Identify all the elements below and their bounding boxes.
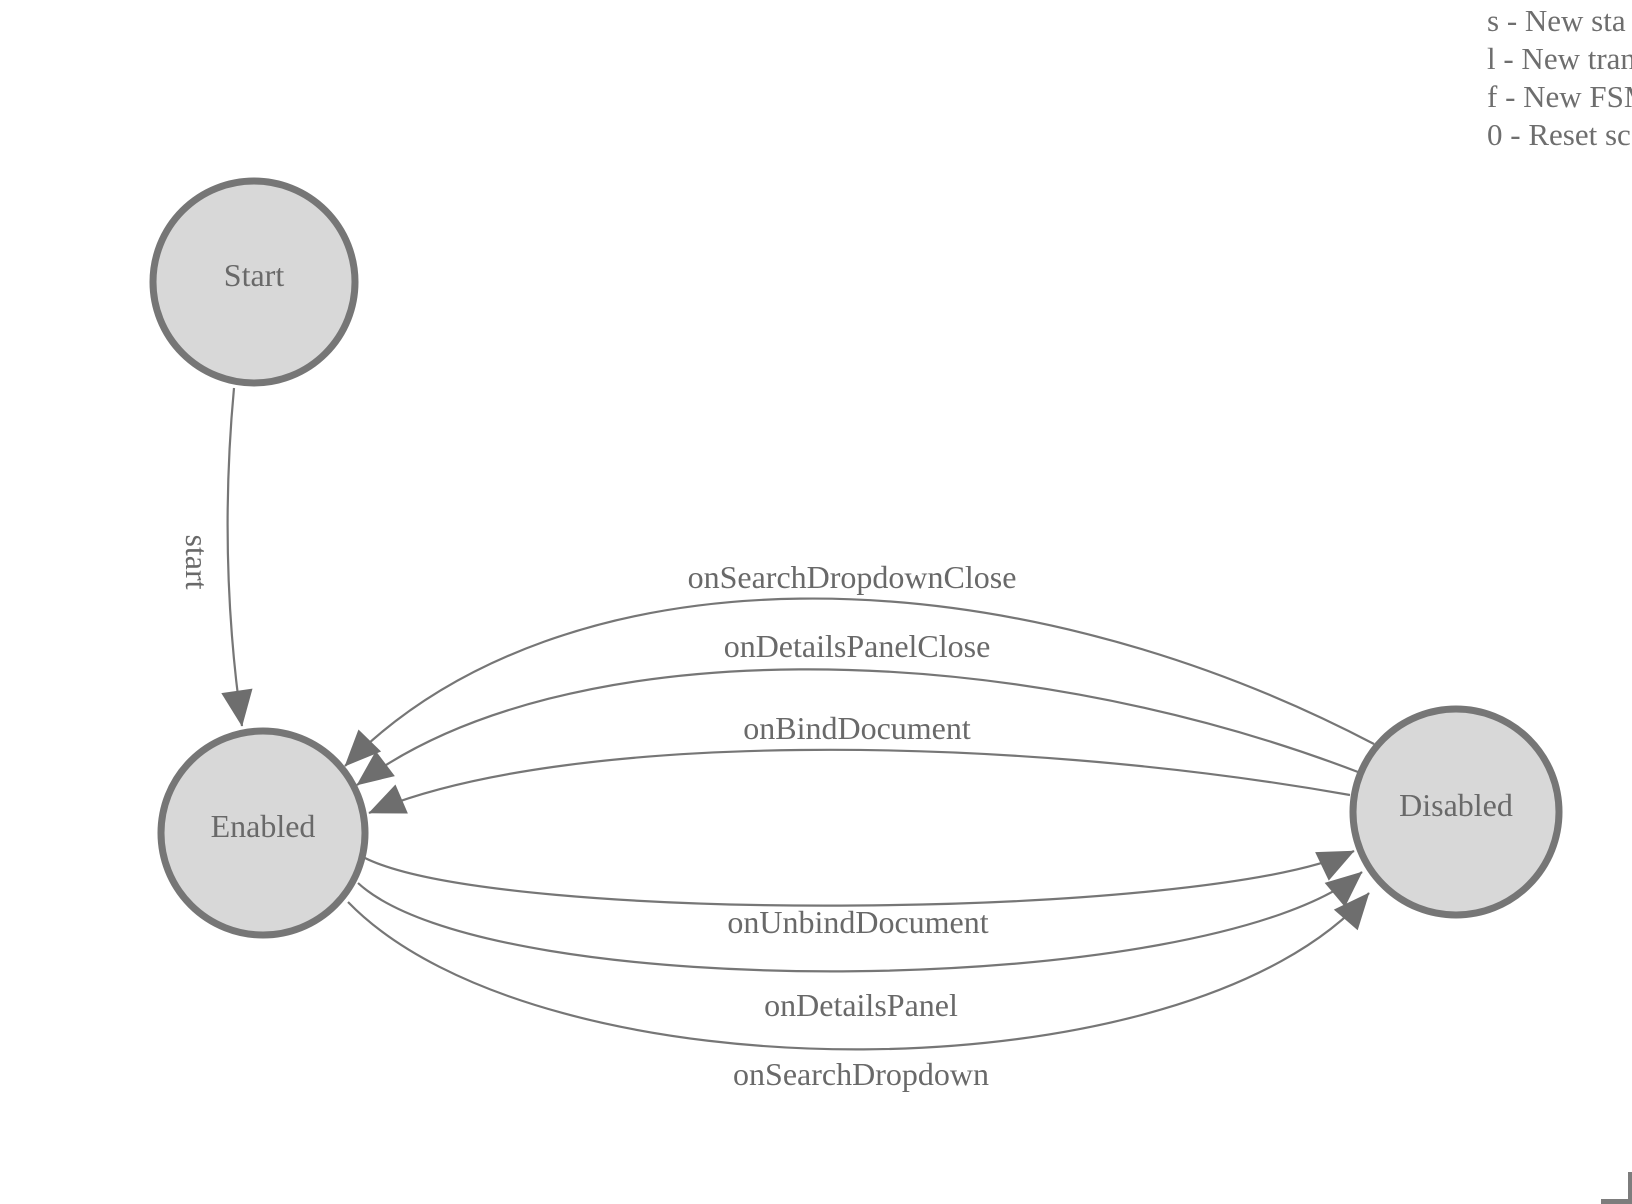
- edge-onUnbindDocument: [364, 850, 1355, 907]
- edge-start: [221, 387, 253, 727]
- edge-onBindDocument: [368, 748, 1351, 815]
- state-circle-enabled: [157, 727, 369, 939]
- state-label-enabled: Enabled: [211, 808, 316, 844]
- legend-item-reset: 0 - Reset sc: [1487, 117, 1631, 152]
- edge-onSearchDropdownClose: [344, 597, 1375, 767]
- state-node-disabled[interactable]: Disabled: [1349, 705, 1563, 919]
- shortcut-legend: s - New sta l - New tran f - New FSM 0 -…: [1487, 2, 1632, 154]
- state-circle-disabled: [1349, 705, 1563, 919]
- edge-onSearchDropdown: [347, 892, 1370, 1051]
- edge-label-start: start: [179, 534, 215, 589]
- edge-onDetailsPanelClose: [356, 668, 1359, 786]
- state-label-start: Start: [224, 257, 285, 293]
- edge-label-onUnbindDocument: onUnbindDocument: [727, 904, 988, 940]
- edge-label-onDetailsPanel: onDetailsPanel: [764, 987, 958, 1023]
- edge-label-onSearchDropdownClose: onSearchDropdownClose: [688, 559, 1017, 595]
- edge-label-onSearchDropdown: onSearchDropdown: [733, 1056, 989, 1092]
- legend-item-new-state: s - New sta: [1487, 3, 1626, 38]
- paper-boundary-corner: [1601, 1172, 1632, 1204]
- legend-item-new-transition: l - New tran: [1487, 41, 1632, 76]
- edge-label-onDetailsPanelClose: onDetailsPanelClose: [724, 628, 991, 664]
- state-label-disabled: Disabled: [1399, 787, 1513, 823]
- edge-onDetailsPanel: [357, 871, 1363, 973]
- legend-item-new-fsm: f - New FSM: [1487, 79, 1632, 114]
- state-circle-start: [149, 177, 359, 387]
- edge-label-onBindDocument: onBindDocument: [743, 710, 971, 746]
- state-node-start[interactable]: Start: [149, 177, 359, 387]
- state-node-enabled[interactable]: Enabled: [157, 727, 369, 939]
